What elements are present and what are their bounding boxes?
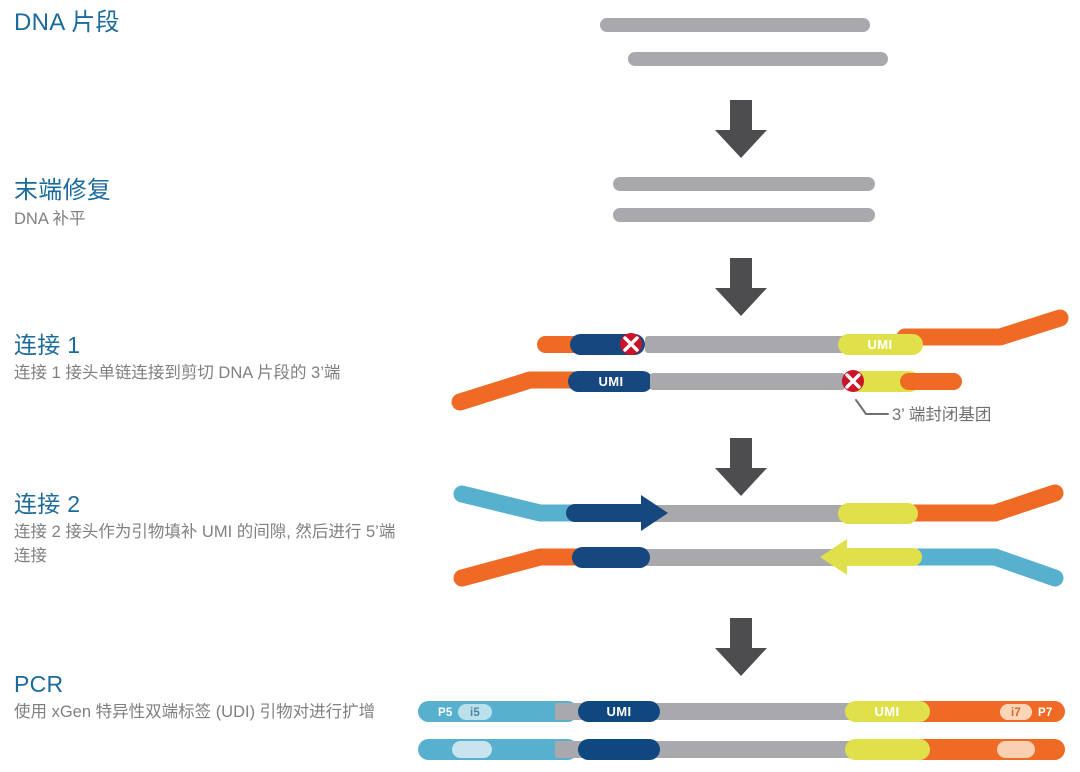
umi-label-pcr-right: UMI — [874, 704, 899, 719]
umi-label-pcr-left: UMI — [606, 704, 631, 719]
umi-block-navy-bottom — [568, 371, 653, 392]
umi-block-navy-lig2-bottom — [572, 547, 650, 568]
step-desc-end-repair: DNA 补平 — [14, 210, 86, 229]
i5-index-capsule — [458, 704, 492, 720]
step-dna-fragmentation: DNA 片段 — [14, 9, 404, 40]
adapter-tail-orange-top-right — [896, 309, 1069, 346]
i7-index-capsule-complement — [997, 741, 1035, 758]
umi-block-yellow-top — [838, 334, 923, 355]
step-desc-pcr: 使用 xGen 特异性双端标签 (UDI) 引物对进行扩增 — [14, 703, 376, 722]
insert-dna-gray-bottom — [650, 373, 845, 390]
repaired-strand-top — [613, 177, 875, 191]
step-ligation-2: 连接 2 连接 2 接头作为引物填补 UMI 的间隙, 然后进行 5’端连接 — [14, 491, 404, 568]
adapter-arm-orange-top — [876, 484, 1064, 522]
extension-arrow-navy-right — [566, 495, 668, 531]
insert-dna-gray-top — [645, 336, 845, 353]
adapter-stub-orange-bottom-right — [900, 373, 962, 390]
step-title-ligation-1: 连接 1 — [14, 332, 81, 358]
dna-strand-top — [600, 18, 870, 32]
i7-label: i7 — [1011, 707, 1021, 719]
p7-label: P7 — [1038, 707, 1052, 719]
step-desc-ligation-1: 连接 1 接头单链连接到剪切 DNA 片段的 3’端 — [14, 364, 341, 383]
p5-label: P5 — [438, 707, 453, 719]
dna-strand-bottom — [628, 52, 888, 66]
umi-block-navy-pcr-top — [578, 701, 660, 722]
umi-block-yellow-pcr-bottom — [845, 739, 930, 760]
umi-block-yellow-lig2-top — [838, 503, 918, 524]
extension-arrow-yellow-left — [820, 539, 922, 575]
step-end-repair: 末端修复 DNA 补平 — [14, 177, 404, 232]
insert-dna-gray-lig2-bottom — [600, 549, 890, 566]
flow-arrow-3 — [715, 438, 767, 496]
ligation-1-complex: UMI UMI 3’ 端封闭基团 — [451, 309, 1069, 424]
blocking-group-leader-line — [855, 399, 889, 415]
i5-label: i5 — [470, 707, 480, 719]
p5-adapter-region-top — [418, 701, 578, 722]
i7-index-capsule — [1000, 704, 1032, 720]
flow-arrow-1 — [715, 100, 767, 158]
p5-adapter-region-bottom — [418, 739, 578, 760]
dna-fragment-strands — [600, 18, 888, 66]
end-repair-strands — [613, 177, 875, 222]
step-title-pcr: PCR — [14, 671, 64, 697]
step-title-end-repair: 末端修复 — [14, 177, 112, 204]
step-title-dna-fragmentation: DNA 片段 — [14, 9, 120, 36]
blocking-group-icon-top — [620, 333, 642, 355]
repaired-strand-bottom — [613, 208, 875, 222]
flow-arrow-2 — [715, 258, 767, 316]
blocking-group-icon-bottom — [842, 370, 864, 392]
ligation-2-complex — [453, 484, 1064, 587]
step-pcr: PCR 使用 xGen 特异性双端标签 (UDI) 引物对进行扩增 — [14, 671, 404, 725]
pcr-final-library: P5 i5 UMI UMI i7 P7 — [418, 701, 1065, 760]
umi-block-yellow-bottom — [845, 371, 920, 392]
umi-label-bottom: UMI — [598, 374, 623, 389]
i5-index-capsule-complement — [452, 741, 492, 758]
flow-arrow-4 — [715, 618, 767, 676]
step-ligation-1: 连接 1 连接 1 接头单链连接到剪切 DNA 片段的 3’端 — [14, 332, 404, 386]
step-title-ligation-2: 连接 2 — [14, 491, 81, 517]
step-desc-ligation-2: 连接 2 接头作为引物填补 UMI 的间隙, 然后进行 5’端连接 — [14, 523, 396, 565]
umi-label-top: UMI — [867, 337, 892, 352]
umi-block-yellow-pcr-top — [845, 701, 930, 722]
insert-dna-gray-lig2-top — [600, 505, 890, 522]
umi-block-navy-pcr-bottom — [578, 739, 660, 760]
blocking-group-annotation: 3’ 端封闭基团 — [892, 405, 991, 424]
